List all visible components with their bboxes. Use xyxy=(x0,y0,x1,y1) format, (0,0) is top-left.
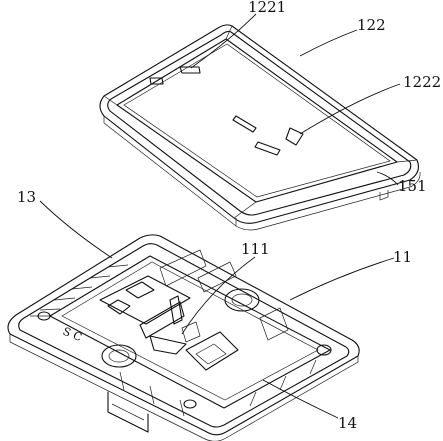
leader-lines xyxy=(39,13,401,419)
label-1221: 1221 xyxy=(248,0,286,16)
socket-slot-group-bottom xyxy=(232,115,304,156)
label-14: 14 xyxy=(338,414,357,432)
reference-labels: 1221 122 1222 151 13 111 11 14 xyxy=(17,0,441,432)
corner-hole xyxy=(37,311,51,321)
screw-boss-left xyxy=(101,344,137,368)
label-13: 13 xyxy=(17,188,36,206)
base-marking: S C xyxy=(61,325,84,344)
corner-hole xyxy=(183,399,197,409)
label-151: 151 xyxy=(398,177,427,195)
bottom-tab xyxy=(107,391,149,433)
panel-cover xyxy=(99,24,421,231)
label-11: 11 xyxy=(393,248,412,266)
label-111: 111 xyxy=(241,240,270,258)
socket-base: S C xyxy=(7,234,360,441)
label-1222: 1222 xyxy=(403,73,441,91)
corner-hole xyxy=(316,344,332,356)
screw-boss-right xyxy=(224,288,260,312)
label-122: 122 xyxy=(357,16,386,34)
terminal-mechanism xyxy=(99,249,289,371)
